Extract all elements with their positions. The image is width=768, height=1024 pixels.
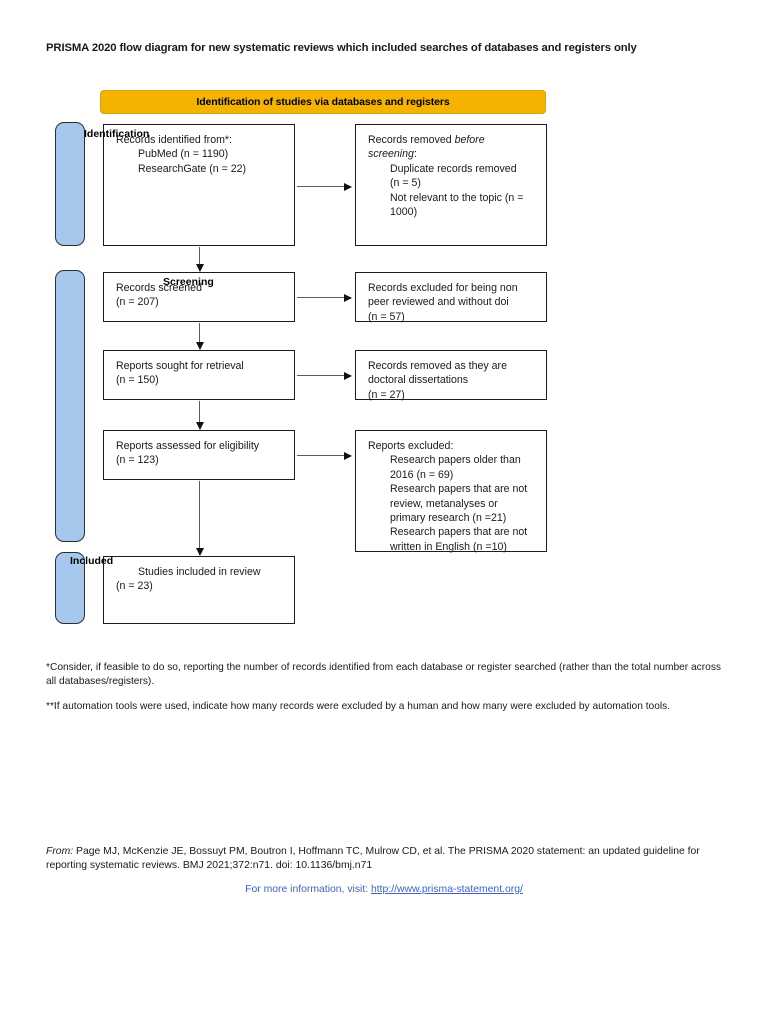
- citation-block: From: Page MJ, McKenzie JE, Bossuyt PM, …: [46, 845, 722, 873]
- reports-excluded-not-english: Research papers that are not: [390, 526, 528, 539]
- stage-label-screening: Screening: [163, 276, 214, 288]
- box-records-excluded-nonpeer-text: Records excluded for being non peer revi…: [368, 281, 539, 324]
- arrow-identified-to-removed-icon: [297, 182, 352, 191]
- studies-included-line1: Studies included in review: [138, 566, 261, 578]
- records-identified-researchgate: ResearchGate (n = 22): [138, 162, 247, 175]
- excluded-nonpeer-count: (n = 57): [368, 310, 405, 323]
- box-records-removed-doctoral: Records removed as they are doctoral dis…: [355, 350, 547, 402]
- citation-from-label: From:: [46, 846, 74, 857]
- reports-excluded-line1: Reports excluded:: [368, 440, 454, 452]
- removed-before-not-relevant-count: 1000): [390, 206, 418, 219]
- reports-sought-count: (n = 150): [116, 374, 159, 387]
- arrow-identified-to-screened-icon: [195, 247, 204, 272]
- removed-doctoral-count: (n = 27): [368, 388, 405, 401]
- box-studies-included-text: Studies included in review (n = 23): [116, 565, 287, 594]
- reports-excluded-not-review-2: review, metanalyses or: [390, 497, 498, 510]
- arrow-assessed-to-included-icon: [195, 481, 204, 556]
- stage-label-identification: Identification: [84, 128, 150, 140]
- box-reports-excluded-text: Reports excluded: Research papers older …: [368, 439, 539, 554]
- records-screened-count: (n = 207): [116, 296, 159, 309]
- stage-bar-screening: [55, 270, 85, 542]
- box-records-removed-before-screening-text: Records removed before screening: Duplic…: [368, 133, 539, 219]
- reports-excluded-not-review: Research papers that are not: [390, 483, 528, 496]
- excluded-nonpeer-line1: Records excluded for being non: [368, 282, 518, 294]
- reports-excluded-not-english-count: written in English (n =10): [390, 540, 507, 553]
- box-records-removed-before-screening: Records removed before screening: Duplic…: [355, 124, 547, 246]
- removed-doctoral-line2: doctoral dissertations: [368, 374, 469, 387]
- box-studies-included: Studies included in review (n = 23): [103, 556, 295, 624]
- reports-excluded-older-2016-count: 2016 (n = 69): [390, 468, 454, 481]
- studies-included-count: (n = 23): [116, 580, 153, 593]
- box-records-excluded-nonpeer: Records excluded for being non peer revi…: [355, 272, 547, 324]
- arrow-sought-to-removed-icon: [297, 371, 352, 380]
- arrow-assessed-to-excluded-icon: [297, 451, 352, 460]
- records-identified-pubmed: PubMed (n = 1190): [138, 148, 229, 161]
- removed-before-not-relevant: Not relevant to the topic (n =: [390, 191, 524, 204]
- identification-banner-label: Identification of studies via databases …: [196, 96, 450, 108]
- removed-before-line1: Records removed: [368, 134, 455, 146]
- footnote-consider: *Consider, if feasible to do so, reporti…: [46, 662, 722, 687]
- removed-before-italic-screening: screening: [368, 148, 414, 161]
- reports-excluded-older-2016: Research papers older than: [390, 454, 521, 467]
- excluded-nonpeer-line2: peer reviewed and without doi: [368, 296, 509, 309]
- citation-text: Page MJ, McKenzie JE, Bossuyt PM, Boutro…: [46, 846, 700, 871]
- more-info-prefix: For more information, visit:: [245, 884, 371, 895]
- reports-assessed-count: (n = 123): [116, 454, 159, 467]
- removed-before-colon: :: [413, 148, 417, 161]
- footnote-automation: **If automation tools were used, indicat…: [46, 701, 671, 712]
- box-reports-excluded: Reports excluded: Research papers older …: [355, 430, 547, 554]
- box-records-screened: Records screened (n = 207): [103, 272, 295, 322]
- arrow-sought-to-assessed-icon: [195, 401, 204, 430]
- arrow-screened-to-excluded-icon: [297, 293, 352, 302]
- records-screened-line1: Records screened: [116, 282, 202, 294]
- identification-banner: Identification of studies via databases …: [100, 90, 546, 114]
- reports-assessed-line1: Reports assessed for eligibility: [116, 440, 260, 452]
- box-reports-sought-text: Reports sought for retrieval (n = 150): [116, 359, 287, 388]
- removed-before-duplicates: Duplicate records removed: [390, 162, 517, 175]
- stage-bar-identification: [55, 122, 85, 246]
- removed-before-duplicates-count: (n = 5): [390, 177, 421, 190]
- box-records-identified-text: Records identified from*: PubMed (n = 11…: [116, 133, 287, 176]
- reports-sought-line1: Reports sought for retrieval: [116, 360, 244, 372]
- records-identified-line1: Records identified from*:: [116, 134, 232, 146]
- box-records-screened-text: Records screened (n = 207): [116, 281, 287, 310]
- prisma-statement-link[interactable]: http://www.prisma-statement.org/: [371, 884, 523, 895]
- stage-bar-included: [55, 552, 85, 624]
- box-records-identified: Records identified from*: PubMed (n = 11…: [103, 124, 295, 246]
- box-reports-assessed: Reports assessed for eligibility (n = 12…: [103, 430, 295, 480]
- more-info-line: For more information, visit: http://www.…: [46, 884, 722, 895]
- box-reports-sought: Reports sought for retrieval (n = 150): [103, 350, 295, 400]
- reports-excluded-not-review-count: primary research (n =21): [390, 512, 507, 525]
- removed-doctoral-line1: Records removed as they are: [368, 360, 507, 372]
- box-records-removed-doctoral-text: Records removed as they are doctoral dis…: [368, 359, 539, 402]
- box-reports-assessed-text: Reports assessed for eligibility (n = 12…: [116, 439, 287, 468]
- page-title: PRISMA 2020 flow diagram for new systema…: [46, 42, 637, 54]
- removed-before-italic-before: before: [454, 134, 485, 146]
- arrow-screened-to-sought-icon: [195, 323, 204, 350]
- stage-label-included: Included: [70, 555, 114, 567]
